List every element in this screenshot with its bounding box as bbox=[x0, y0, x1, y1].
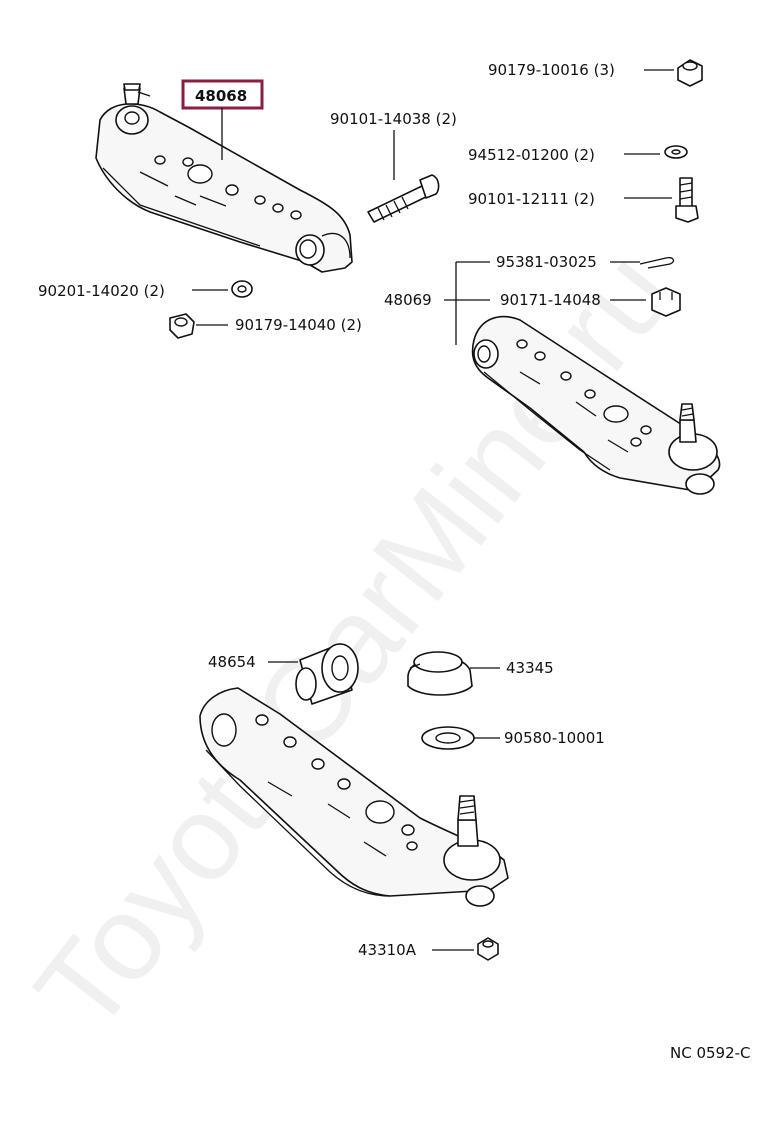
bolt-90101-14038[interactable] bbox=[367, 174, 440, 223]
nut-43310A[interactable] bbox=[477, 937, 499, 961]
label-43345[interactable]: 43345 bbox=[506, 659, 554, 677]
nut-90179-10016[interactable] bbox=[677, 59, 703, 87]
leader-48069 bbox=[444, 261, 490, 345]
nut-90179-14040[interactable] bbox=[169, 313, 195, 339]
label-90580-10001[interactable]: 90580-10001 bbox=[504, 729, 605, 747]
label-90179-10016[interactable]: 90179-10016 (3) bbox=[488, 61, 615, 79]
lower-arm-48068[interactable] bbox=[95, 83, 353, 273]
drawing-code: NC 0592-C bbox=[670, 1044, 751, 1062]
label-90101-14038[interactable]: 90101-14038 (2) bbox=[330, 110, 457, 128]
label-90201-14020[interactable]: 90201-14020 (2) bbox=[38, 282, 165, 300]
lower-arm-48069[interactable] bbox=[471, 315, 721, 495]
label-94512-01200[interactable]: 94512-01200 (2) bbox=[468, 146, 595, 164]
dust-cover-43345[interactable] bbox=[407, 651, 473, 696]
label-95381-03025[interactable]: 95381-03025 bbox=[496, 253, 597, 271]
label-90179-14040[interactable]: 90179-14040 (2) bbox=[235, 316, 362, 334]
label-48068[interactable]: 48068 bbox=[195, 87, 247, 105]
label-90101-12111[interactable]: 90101-12111 (2) bbox=[468, 190, 595, 208]
lower-arm-bottom[interactable] bbox=[199, 687, 509, 907]
castle-nut-90171-14048[interactable] bbox=[651, 287, 681, 317]
label-48069[interactable]: 48069 bbox=[384, 291, 432, 309]
bushing-48654[interactable] bbox=[295, 643, 359, 705]
label-43310A[interactable]: 43310A bbox=[358, 941, 417, 959]
watermark: ToyotaCarMine.ru bbox=[10, 227, 699, 1056]
label-48654[interactable]: 48654 bbox=[208, 653, 256, 671]
cotter-pin-95381-03025[interactable] bbox=[639, 256, 675, 269]
label-90171-14048[interactable]: 90171-14048 bbox=[500, 291, 601, 309]
bolt-90101-12111[interactable] bbox=[675, 177, 699, 223]
